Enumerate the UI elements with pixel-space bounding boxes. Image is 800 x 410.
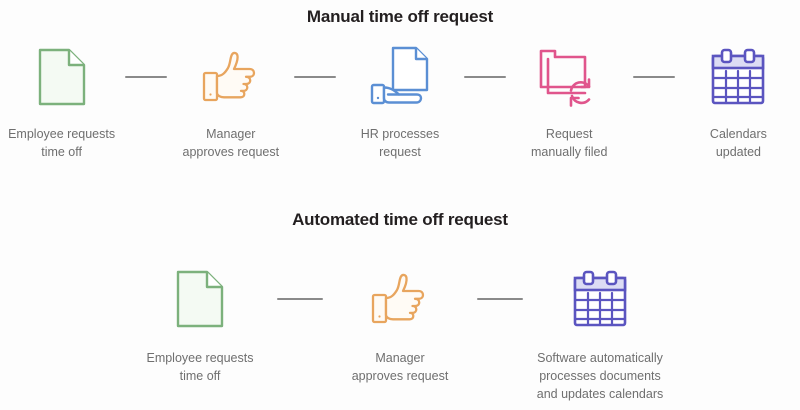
manual-step-calendars-updated: Calendars updated <box>677 42 800 162</box>
calendar-icon <box>572 264 628 334</box>
connector-line <box>475 264 525 334</box>
automated-step-label: Software automatically processes documen… <box>536 351 664 401</box>
manual-step-label: Request manually filed <box>530 127 608 159</box>
automated-step-employee-requests: Employee requests time off <box>125 264 275 386</box>
document-printer-icon <box>369 42 431 112</box>
automated-step-manager-approves: Manager approves request <box>325 264 475 386</box>
manual-section-header: Manual time off request <box>0 8 800 25</box>
connector-line <box>123 42 169 112</box>
thumbs-up-icon <box>202 42 260 112</box>
manual-step-label: Employee requests time off <box>8 127 116 159</box>
manual-step-manager-approves: Manager approves request <box>169 42 292 162</box>
connector-line <box>292 42 338 112</box>
automated-step-software-processes: Software automatically processes documen… <box>525 264 675 403</box>
manual-section-title: Manual time off request <box>306 7 494 26</box>
automated-flow-row: Employee requests time off Manager appro… <box>0 264 800 403</box>
automated-step-label: Manager approves request <box>351 351 449 383</box>
manual-flow-row: Employee requests time off Manager appro… <box>0 42 800 162</box>
manual-step-label: HR processes request <box>360 127 440 159</box>
automated-section-title: Automated time off request <box>292 210 508 229</box>
manual-step-request-filed: Request manually filed <box>508 42 631 162</box>
manual-step-label: Manager approves request <box>182 127 280 159</box>
thumbs-up-icon <box>371 264 429 334</box>
connector-line <box>631 42 677 112</box>
manual-step-employee-requests: Employee requests time off <box>0 42 123 162</box>
calendar-icon <box>710 42 766 112</box>
manual-step-label: Calendars updated <box>709 127 767 159</box>
connector-line <box>462 42 508 112</box>
document-icon <box>38 42 86 112</box>
document-icon <box>176 264 224 334</box>
folder-refresh-icon <box>538 42 600 112</box>
connector-line <box>275 264 325 334</box>
automated-section-header: Automated time off request <box>0 211 800 228</box>
manual-step-hr-processes: HR processes request <box>338 42 461 162</box>
automated-step-label: Employee requests time off <box>146 351 254 383</box>
